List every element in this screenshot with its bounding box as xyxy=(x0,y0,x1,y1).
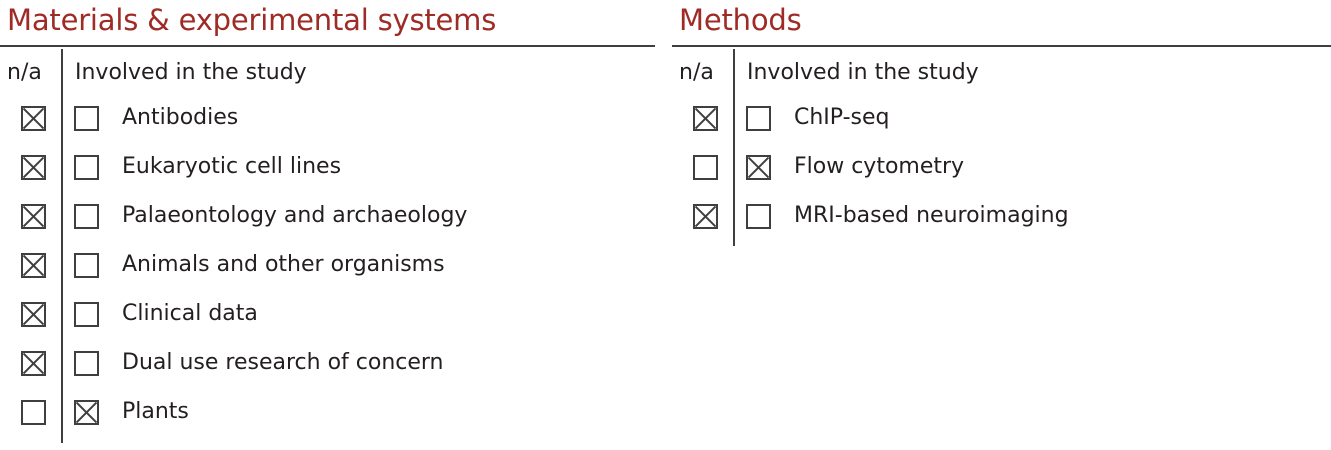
table-row: Dual use research of concern xyxy=(0,349,660,398)
methods-title-rule xyxy=(672,45,1331,47)
check-x-icon xyxy=(695,108,716,129)
row-label: Animals and other organisms xyxy=(122,252,445,277)
row-label: ChIP-seq xyxy=(794,105,890,130)
methods-section-title: Methods xyxy=(679,3,802,37)
check-x-icon xyxy=(23,157,44,178)
row-label: Clinical data xyxy=(122,301,258,326)
check-x-icon xyxy=(23,108,44,129)
methods-header-na: n/a xyxy=(679,60,714,85)
table-row: ChIP-seq xyxy=(672,104,1331,153)
checkbox-na-plants[interactable] xyxy=(21,400,46,425)
row-label: Eukaryotic cell lines xyxy=(122,154,342,179)
check-x-icon xyxy=(23,304,44,325)
methods-header-involved: Involved in the study xyxy=(747,60,979,85)
table-row: Eukaryotic cell lines xyxy=(0,153,660,202)
table-row: Antibodies xyxy=(0,104,660,153)
materials-header-row: n/a Involved in the study xyxy=(0,57,660,91)
checkbox-involved-mri-based-neuroimaging[interactable] xyxy=(746,204,771,229)
checkbox-involved-clinical-data[interactable] xyxy=(74,302,99,327)
check-x-icon xyxy=(76,402,97,423)
checkbox-na-antibodies[interactable] xyxy=(21,106,46,131)
methods-column-divider xyxy=(733,49,735,246)
checkbox-involved-chip-seq[interactable] xyxy=(746,106,771,131)
checkbox-involved-antibodies[interactable] xyxy=(74,106,99,131)
table-row: Palaeontology and archaeology xyxy=(0,202,660,251)
table-row: Clinical data xyxy=(0,300,660,349)
checkbox-involved-animals-and-other-organisms[interactable] xyxy=(74,253,99,278)
checkbox-na-dual-use-research-of-concern[interactable] xyxy=(21,351,46,376)
checkbox-involved-eukaryotic-cell-lines[interactable] xyxy=(74,155,99,180)
materials-title-rule xyxy=(0,45,655,47)
materials-header-na: n/a xyxy=(7,60,42,85)
table-row: Plants xyxy=(0,398,660,447)
check-x-icon xyxy=(23,255,44,276)
row-label: Antibodies xyxy=(122,105,239,130)
methods-header-row: n/a Involved in the study xyxy=(672,57,1331,91)
checkbox-involved-flow-cytometry[interactable] xyxy=(746,155,771,180)
row-label: Flow cytometry xyxy=(794,154,965,179)
checkbox-na-chip-seq[interactable] xyxy=(693,106,718,131)
checkbox-na-palaeontology-and-archaeology[interactable] xyxy=(21,204,46,229)
check-x-icon xyxy=(23,353,44,374)
check-x-icon xyxy=(695,206,716,227)
row-label: MRI-based neuroimaging xyxy=(794,203,1069,228)
checkbox-na-animals-and-other-organisms[interactable] xyxy=(21,253,46,278)
materials-column-divider xyxy=(61,49,63,443)
check-x-icon xyxy=(748,157,769,178)
table-row: Flow cytometry xyxy=(672,153,1331,202)
checkbox-involved-palaeontology-and-archaeology[interactable] xyxy=(74,204,99,229)
materials-section-title: Materials & experimental systems xyxy=(7,3,497,37)
row-label: Dual use research of concern xyxy=(122,350,444,375)
checkbox-na-mri-based-neuroimaging[interactable] xyxy=(693,204,718,229)
table-row: MRI-based neuroimaging xyxy=(672,202,1331,251)
row-label: Palaeontology and archaeology xyxy=(122,203,468,228)
materials-header-involved: Involved in the study xyxy=(75,60,307,85)
checkbox-na-flow-cytometry[interactable] xyxy=(693,155,718,180)
checkbox-na-clinical-data[interactable] xyxy=(21,302,46,327)
checkbox-involved-dual-use-research-of-concern[interactable] xyxy=(74,351,99,376)
table-row: Animals and other organisms xyxy=(0,251,660,300)
checkbox-na-eukaryotic-cell-lines[interactable] xyxy=(21,155,46,180)
checkbox-involved-plants[interactable] xyxy=(74,400,99,425)
check-x-icon xyxy=(23,206,44,227)
row-label: Plants xyxy=(122,399,189,424)
